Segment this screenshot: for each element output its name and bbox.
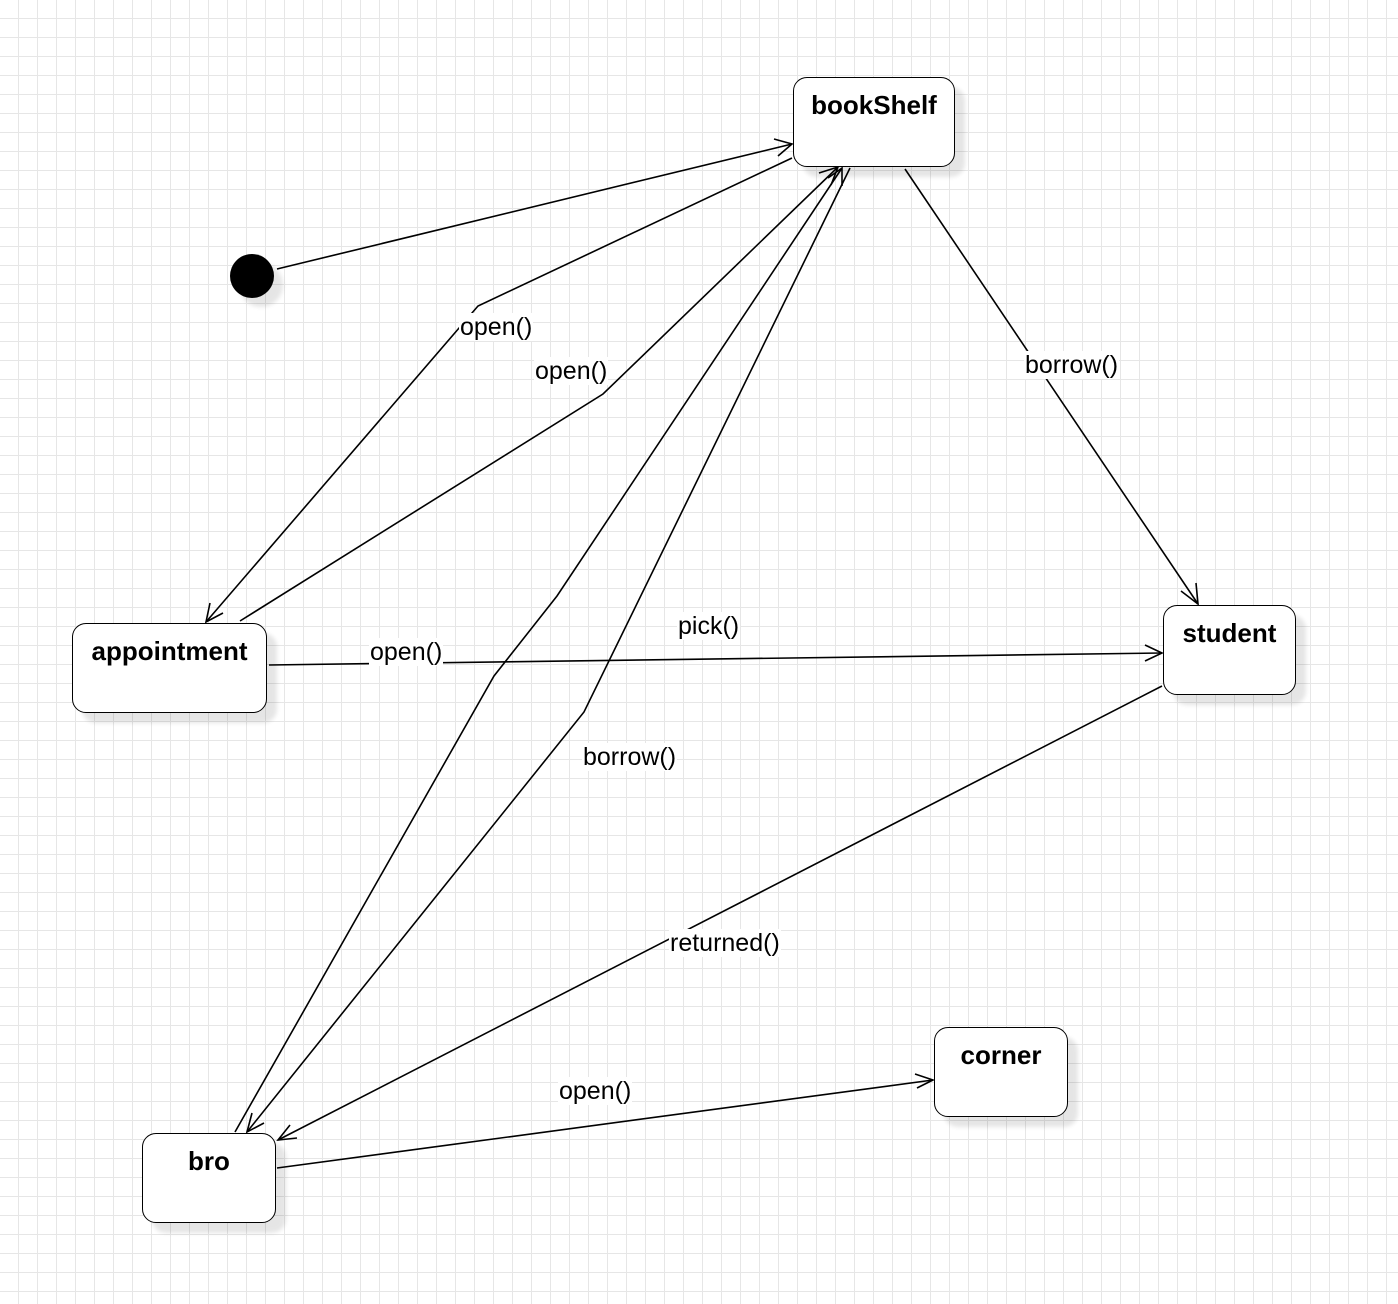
state-bookshelf[interactable]: bookShelf (793, 77, 955, 167)
edge-student-to-bro (277, 685, 1163, 1141)
arrowhead-student-2 (1144, 644, 1164, 662)
state-corner-label: corner (960, 1040, 1042, 1070)
arrowhead-bro-2 (276, 1124, 298, 1141)
transition-label-open-4[interactable]: open() (558, 1077, 633, 1105)
arrowhead-bro-1 (245, 1112, 265, 1134)
edge-bro-to-bookshelf (234, 167, 843, 1133)
state-appointment[interactable]: appointment (72, 623, 267, 713)
arrowhead-corner (914, 1073, 936, 1089)
arrowhead-appointment-1 (204, 602, 224, 624)
state-student-label: student (1182, 618, 1277, 648)
edge-bookshelf-to-student (904, 168, 1199, 605)
transition-label-borrow-1[interactable]: borrow() (1024, 351, 1120, 379)
state-bookshelf-label: bookShelf (811, 90, 937, 120)
state-bro-label: bro (188, 1146, 230, 1176)
edge-bookshelf-to-appointment (205, 157, 793, 623)
transition-label-open-1[interactable]: open() (459, 313, 534, 341)
transition-label-open-3[interactable]: open() (369, 638, 444, 666)
transition-label-pick[interactable]: pick() (677, 612, 741, 640)
transition-label-returned[interactable]: returned() (669, 929, 781, 957)
transition-label-open-2[interactable]: open() (534, 357, 609, 385)
arrowhead-student-1 (1180, 582, 1199, 606)
state-student[interactable]: student (1163, 605, 1296, 695)
initial-state-dot[interactable] (230, 254, 274, 298)
arrowhead-bookshelf-3 (827, 166, 843, 186)
edge-appointment-to-bookshelf (239, 166, 839, 622)
edge-bookshelf-to-bro (246, 167, 851, 1133)
state-appointment-label: appointment (91, 636, 248, 666)
edge-initial-to-bookshelf (276, 143, 793, 270)
state-bro[interactable]: bro (142, 1133, 276, 1223)
arrowhead-bookshelf-initial (773, 138, 794, 157)
arrowhead-bookshelf-2 (818, 165, 840, 186)
transition-label-borrow-2[interactable]: borrow() (582, 743, 678, 771)
state-corner[interactable]: corner (934, 1027, 1068, 1117)
edge-bro-to-corner (276, 1079, 934, 1169)
